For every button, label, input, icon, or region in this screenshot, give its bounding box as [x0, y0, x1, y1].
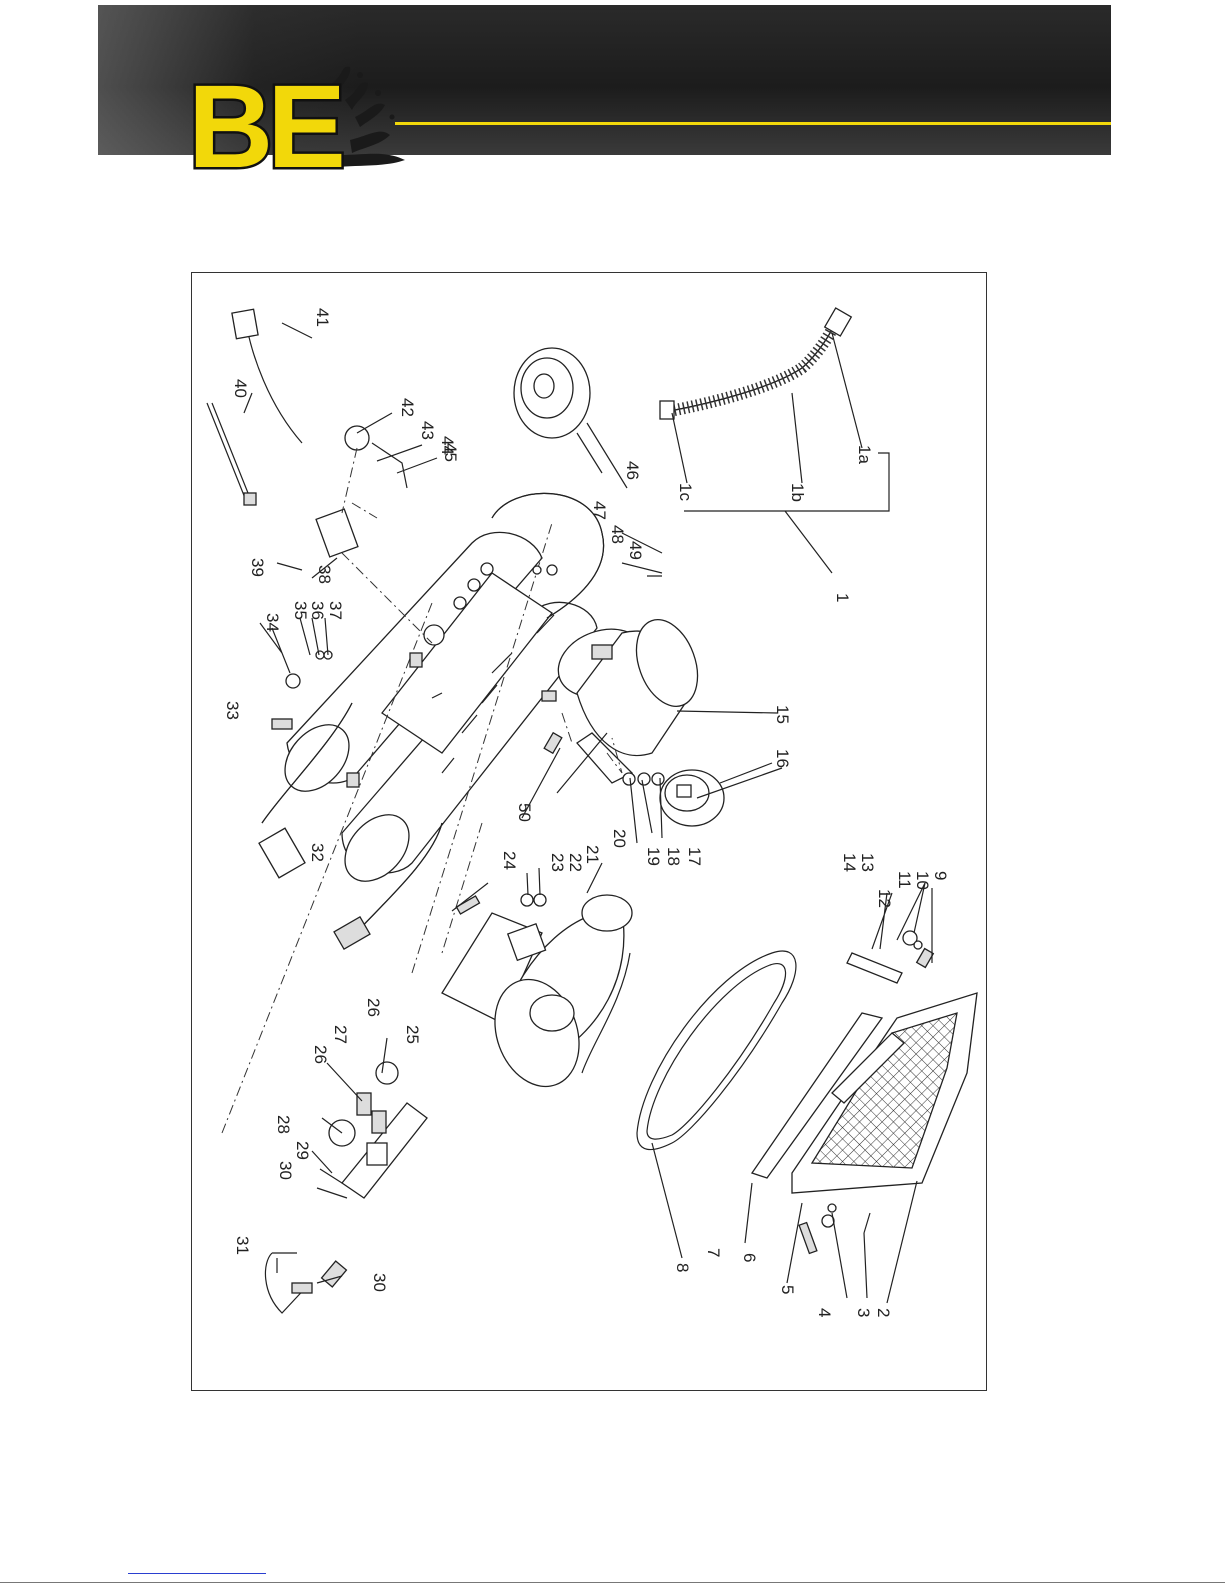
callout-26-bottom: 26	[311, 1045, 330, 1064]
callout-33: 33	[223, 701, 242, 720]
callout-47: 47	[590, 501, 609, 520]
callout-36: 36	[308, 601, 327, 620]
header-accent-line	[395, 122, 1111, 125]
callout-2: 2	[874, 1308, 893, 1317]
diagram-canvas: 1 1a 1b 1c 2 3 4 5 6 7 8 9 10 11 12 13 1…	[192, 273, 988, 1392]
callout-48: 48	[608, 525, 627, 544]
callout-6: 6	[740, 1253, 759, 1262]
callout-29: 29	[293, 1141, 312, 1160]
callout-41: 41	[313, 308, 332, 327]
belt-guard-cover	[514, 348, 602, 473]
air-hose	[660, 308, 889, 573]
callout-9: 9	[931, 871, 950, 880]
callout-30-bottom: 30	[370, 1273, 389, 1292]
callout-1: 1	[833, 593, 852, 602]
callout-7: 7	[704, 1248, 723, 1257]
callout-22: 22	[566, 853, 585, 872]
callout-19: 19	[644, 847, 663, 866]
callout-17: 17	[685, 847, 704, 866]
callout-18: 18	[664, 847, 683, 866]
callout-1a: 1a	[855, 445, 874, 464]
compressor-pump	[442, 895, 632, 1098]
motor-pulley	[660, 763, 772, 826]
callout-31: 31	[233, 1236, 252, 1255]
callout-4: 4	[815, 1308, 834, 1317]
callout-23: 23	[548, 853, 567, 872]
callout-1b: 1b	[788, 483, 807, 502]
callout-40: 40	[231, 379, 250, 398]
logo-text: BE	[188, 61, 342, 180]
callout-20: 20	[610, 829, 629, 848]
callout-10: 10	[913, 871, 932, 890]
callout-11: 11	[895, 871, 914, 889]
callout-25: 25	[403, 1025, 422, 1044]
callout-8: 8	[673, 1263, 692, 1272]
callout-13: 13	[858, 853, 877, 872]
callout-37: 37	[326, 601, 345, 620]
callout-42: 42	[398, 398, 417, 417]
callout-30-top: 30	[276, 1161, 295, 1180]
footer-link-underline[interactable]	[128, 1573, 266, 1574]
callout-39: 39	[248, 558, 267, 577]
callout-34: 34	[263, 613, 282, 632]
callout-43: 43	[418, 421, 437, 440]
callout-14: 14	[840, 853, 859, 872]
callout-1c: 1c	[676, 483, 695, 501]
callout-15: 15	[773, 705, 792, 724]
callout-28: 28	[274, 1115, 293, 1134]
callout-46: 46	[623, 461, 642, 480]
footer-rule	[0, 1582, 1225, 1583]
logo-splash-icon	[330, 67, 405, 167]
callout-50: 50	[515, 803, 534, 822]
base-frame	[752, 993, 977, 1193]
air-manifold	[329, 1062, 427, 1198]
callout-45: 45	[441, 443, 460, 462]
drive-belt	[637, 951, 796, 1150]
callout-38: 38	[315, 565, 334, 584]
callout-3: 3	[854, 1308, 873, 1317]
callout-32: 32	[308, 843, 327, 862]
callout-26-top: 26	[364, 998, 383, 1017]
callout-24: 24	[500, 851, 519, 870]
callout-16: 16	[773, 749, 792, 768]
logo-letters: BE	[188, 61, 342, 180]
callout-5: 5	[778, 1285, 797, 1294]
callout-35: 35	[291, 601, 310, 620]
callout-49: 49	[626, 541, 645, 560]
brand-logo: BE	[180, 55, 410, 180]
power-cord	[207, 309, 302, 505]
air-tanks	[272, 532, 597, 893]
exploded-parts-diagram: 1 1a 1b 1c 2 3 4 5 6 7 8 9 10 11 12 13 1…	[191, 272, 987, 1391]
callout-27: 27	[331, 1025, 350, 1044]
callout-12: 12	[875, 889, 894, 908]
